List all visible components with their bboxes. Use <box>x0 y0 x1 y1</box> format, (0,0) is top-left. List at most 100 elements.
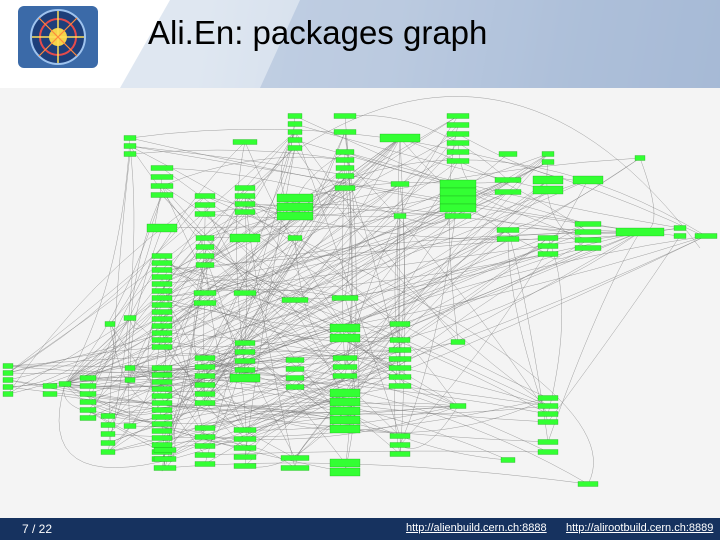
package-node <box>446 158 470 164</box>
package-node <box>2 363 14 369</box>
page-number: 7 / 22 <box>22 522 53 536</box>
package-node <box>572 175 604 185</box>
dependency-edge <box>64 349 401 385</box>
package-node <box>331 295 359 301</box>
package-node <box>615 227 665 237</box>
dependency-edge <box>161 199 459 348</box>
dependency-edge <box>204 235 707 447</box>
package-node <box>195 244 215 250</box>
package-node <box>194 382 216 388</box>
package-node <box>151 302 173 308</box>
package-node <box>151 414 173 420</box>
dependency-edge <box>204 157 641 239</box>
dependency-edge <box>344 151 681 229</box>
package-node <box>146 223 178 233</box>
dependency-edge <box>397 137 401 369</box>
package-node <box>285 357 305 363</box>
package-node <box>2 384 14 390</box>
alirootbuild-link[interactable]: http://alirootbuild.cern.ch:8889 <box>566 522 714 534</box>
package-node <box>124 365 136 371</box>
dependency-edge <box>244 195 459 407</box>
package-node <box>537 235 559 241</box>
slide-title: Ali.En: packages graph <box>148 14 488 51</box>
package-node <box>151 365 173 371</box>
package-node <box>329 467 361 477</box>
package-node <box>537 403 559 409</box>
dependency-edge <box>129 149 346 161</box>
dependency-edge <box>294 147 549 407</box>
package-node <box>153 465 177 471</box>
alienbuild-link[interactable]: http://alienbuild.cern.ch:8888 <box>406 522 547 534</box>
package-node <box>151 253 173 259</box>
dependency-edge <box>204 195 594 485</box>
package-node <box>194 434 216 440</box>
package-node <box>329 333 361 343</box>
dependency-edge <box>109 176 163 325</box>
dependency-edge <box>204 204 346 421</box>
package-node <box>439 179 477 189</box>
dependency-edge <box>7 379 459 413</box>
dependency-edge <box>161 276 206 438</box>
package-node <box>494 189 522 195</box>
dependency-edge <box>161 185 296 459</box>
dependency-edge <box>164 462 589 485</box>
package-node <box>194 373 216 379</box>
dependency-edge <box>7 147 296 374</box>
dependency-edge <box>161 156 346 187</box>
dependency-edge <box>244 323 401 449</box>
package-node <box>233 290 257 296</box>
package-node <box>634 155 646 161</box>
dependency-edge <box>244 195 247 353</box>
dependency-edge <box>64 213 206 385</box>
package-node <box>195 235 215 241</box>
package-node <box>444 213 472 219</box>
package-node <box>194 355 216 361</box>
package-node <box>446 113 470 119</box>
dependency-edge <box>294 368 549 453</box>
package-node <box>233 454 257 460</box>
package-node <box>123 135 137 141</box>
package-node <box>500 457 516 463</box>
package-node <box>195 253 215 259</box>
dependency-edge <box>244 175 346 344</box>
package-node <box>537 439 559 445</box>
package-node <box>389 321 411 327</box>
package-node <box>388 374 412 380</box>
dependency-edge <box>129 137 681 237</box>
package-node <box>287 137 303 143</box>
package-node <box>574 245 602 251</box>
dependency-edge <box>342 151 346 368</box>
dependency-edge <box>244 195 296 469</box>
dependency-edge <box>129 367 509 461</box>
dependency-edge <box>129 145 401 185</box>
package-node <box>388 365 412 371</box>
dependency-edge <box>64 253 549 385</box>
package-node <box>194 461 216 467</box>
package-node <box>379 133 421 143</box>
dependency-edge <box>399 137 589 233</box>
dependency-edge <box>161 231 641 446</box>
package-node <box>151 316 173 322</box>
dependency-edge <box>344 115 351 299</box>
dependency-edge <box>129 297 346 369</box>
package-node <box>446 131 470 137</box>
package-node <box>151 435 173 441</box>
package-node <box>329 406 361 416</box>
package-node <box>446 149 470 155</box>
package-node <box>287 235 303 241</box>
package-node <box>194 193 216 199</box>
dependency-edge <box>107 231 641 444</box>
package-node <box>151 281 173 287</box>
package-node <box>150 192 174 198</box>
package-node <box>335 165 355 171</box>
package-node <box>280 465 310 471</box>
dependency-edge <box>399 179 589 446</box>
package-node <box>194 211 216 217</box>
dependency-edge <box>64 365 206 385</box>
package-node <box>574 237 602 243</box>
package-node <box>234 340 256 346</box>
package-node <box>532 175 564 185</box>
package-node <box>287 129 303 135</box>
package-node <box>449 403 467 409</box>
dependency-edge <box>64 137 401 385</box>
